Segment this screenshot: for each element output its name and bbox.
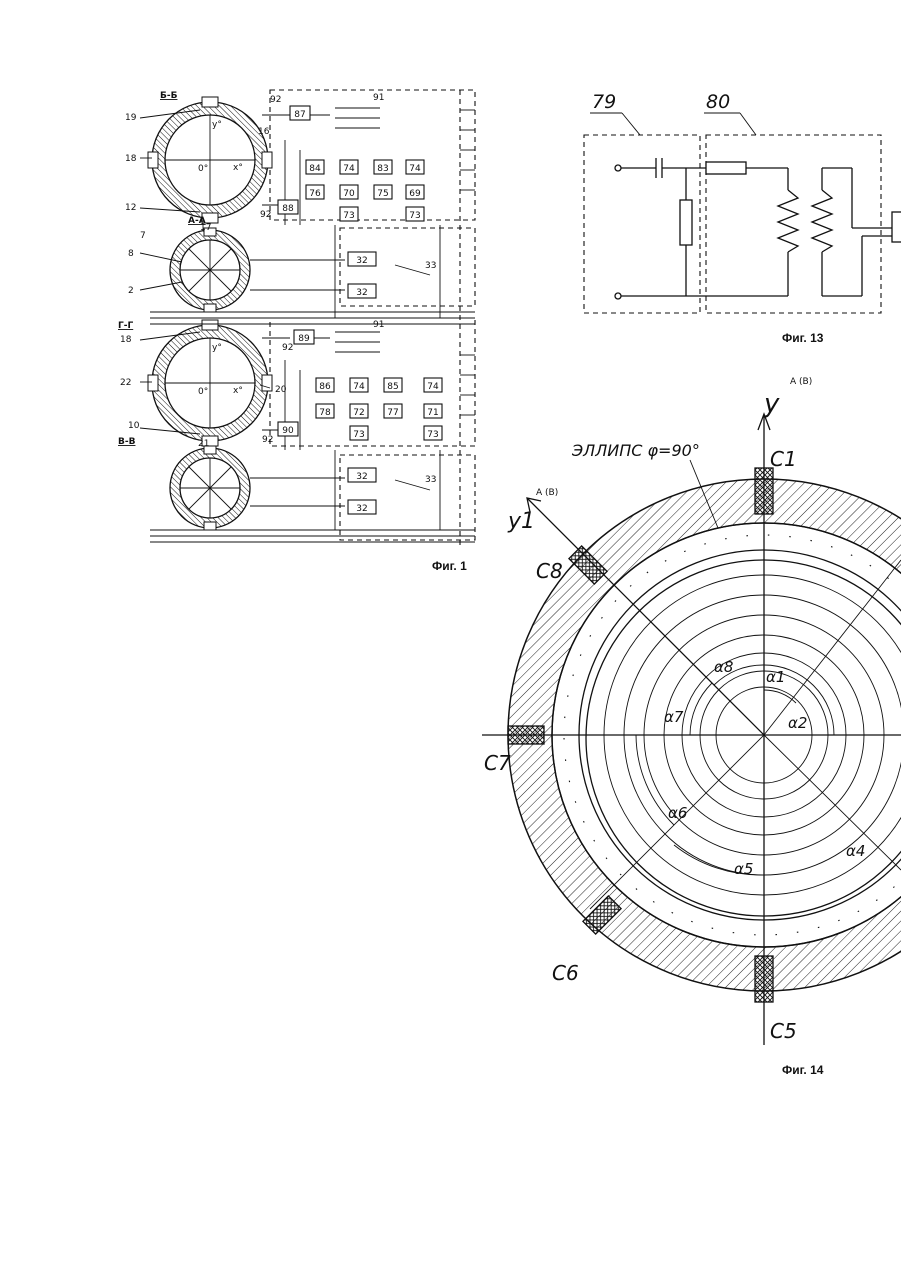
block-label: 90 xyxy=(282,426,294,436)
ref-numeral: 18 xyxy=(125,154,137,164)
figure-1: 87 84 74 83 74 76 70 75 69 73 73 88 32 3… xyxy=(118,90,475,573)
block-label: 73 xyxy=(427,430,438,440)
ref-numeral: 18 xyxy=(120,335,132,345)
section-label: Г-Г xyxy=(118,321,133,331)
block-label: 75 xyxy=(377,189,388,199)
block-label: 74 xyxy=(353,382,365,392)
block-label: 32 xyxy=(356,472,367,482)
ref-numeral: 10 xyxy=(128,421,140,431)
block-label: 83 xyxy=(377,164,388,174)
block-label: 77 xyxy=(387,408,398,418)
sensor-label-c7: C7 xyxy=(484,751,511,775)
ellipse-label: ЭЛЛИПС φ=90° xyxy=(571,441,700,460)
wire-label: 92 xyxy=(260,210,271,220)
axis-label: x° xyxy=(233,163,243,173)
caption-fig13: Фиг. 13 xyxy=(782,331,824,345)
sensor-c1 xyxy=(755,468,773,514)
axis-y1-superscript: A (B) xyxy=(536,488,558,498)
sensor-label-c6: C6 xyxy=(552,961,579,985)
block-label: 70 xyxy=(343,189,355,199)
block-label: 89 xyxy=(298,334,310,344)
block-label: 74 xyxy=(409,164,421,174)
block-label: 73 xyxy=(409,211,420,221)
sensor-c7 xyxy=(508,726,544,744)
axis-label: 0° xyxy=(198,164,208,174)
figure-14: y A (B) y1 A (B) ЭЛЛИПС φ=90° C1 C5 C6 C… xyxy=(482,377,901,1077)
angle-alpha2: α2 xyxy=(788,714,807,732)
angle-alpha1: α1 xyxy=(766,668,785,686)
angle-alpha5: α5 xyxy=(734,860,753,878)
ref-numeral: 19 xyxy=(125,113,137,123)
fig13-circuit xyxy=(615,158,901,299)
stator-ring-bb xyxy=(152,102,268,218)
axis-label: x° xyxy=(233,386,243,396)
block-label: 73 xyxy=(343,211,354,221)
section-label: Б-Б xyxy=(160,91,178,101)
switch-label: 91 xyxy=(373,320,384,330)
angle-alpha6: α6 xyxy=(668,804,687,822)
sensor-label-c8: C8 xyxy=(536,559,563,583)
block-label: 87 xyxy=(294,110,305,120)
axis-label: y° xyxy=(212,343,222,353)
stator-ring-vv xyxy=(170,448,250,528)
sensor-label-c1: C1 xyxy=(770,447,797,471)
axis-y-superscript: A (B) xyxy=(790,377,812,387)
block-label: 74 xyxy=(343,164,355,174)
block-label: 73 xyxy=(353,430,364,440)
ref-numeral: 2 xyxy=(128,286,134,296)
block-label: 88 xyxy=(282,204,294,214)
block-label: 85 xyxy=(387,382,398,392)
sensor-c5 xyxy=(755,956,773,1002)
figure-13: 79 80 xyxy=(584,91,901,345)
stator-ring-gg xyxy=(152,325,268,441)
ref-numeral: 22 xyxy=(120,378,131,388)
angle-alpha4: α4 xyxy=(846,842,865,860)
block-label: 32 xyxy=(356,256,367,266)
axis-label: y° xyxy=(212,120,222,130)
block-label: 86 xyxy=(319,382,331,392)
switch-label: 33 xyxy=(425,475,436,485)
block-label: 69 xyxy=(409,189,421,199)
angle-alpha8: α8 xyxy=(714,658,733,676)
axis-y1-label: y1 xyxy=(507,509,535,534)
wire-label: 92 xyxy=(282,343,293,353)
switch-label: 91 xyxy=(373,93,384,103)
sensor-label-c5: C5 xyxy=(770,1019,797,1043)
ref-numeral: 7 xyxy=(140,231,146,241)
caption-fig14: Фиг. 14 xyxy=(782,1063,824,1077)
ref-numeral: 8 xyxy=(128,249,134,259)
block-label: 76 xyxy=(309,189,321,199)
switch-label: 33 xyxy=(425,261,436,271)
angle-alpha7: α7 xyxy=(664,708,684,726)
stator-ring-aa xyxy=(170,230,250,310)
ref-numeral: 12 xyxy=(125,203,136,213)
block-label: 72 xyxy=(353,408,364,418)
axis-y-label: y xyxy=(763,389,780,419)
caption-fig1: Фиг. 1 xyxy=(432,559,467,573)
block-label: 78 xyxy=(319,408,331,418)
block-label: 32 xyxy=(356,504,367,514)
block-label: 71 xyxy=(427,408,438,418)
axis-label: 0° xyxy=(198,387,208,397)
wire-label: 92 xyxy=(262,435,273,445)
wire-label: 92 xyxy=(270,95,281,105)
ref-numeral: 21 xyxy=(198,439,209,449)
block-80-label: 80 xyxy=(706,91,730,113)
section-label: В-В xyxy=(118,437,136,447)
block-79-label: 79 xyxy=(592,91,616,113)
ref-numeral: 16 xyxy=(258,127,270,137)
block-label: 84 xyxy=(309,164,321,174)
block-label: 32 xyxy=(356,288,367,298)
ref-numeral: 20 xyxy=(275,385,287,395)
ref-numeral: 17 xyxy=(200,223,211,233)
block-label: 74 xyxy=(427,382,439,392)
